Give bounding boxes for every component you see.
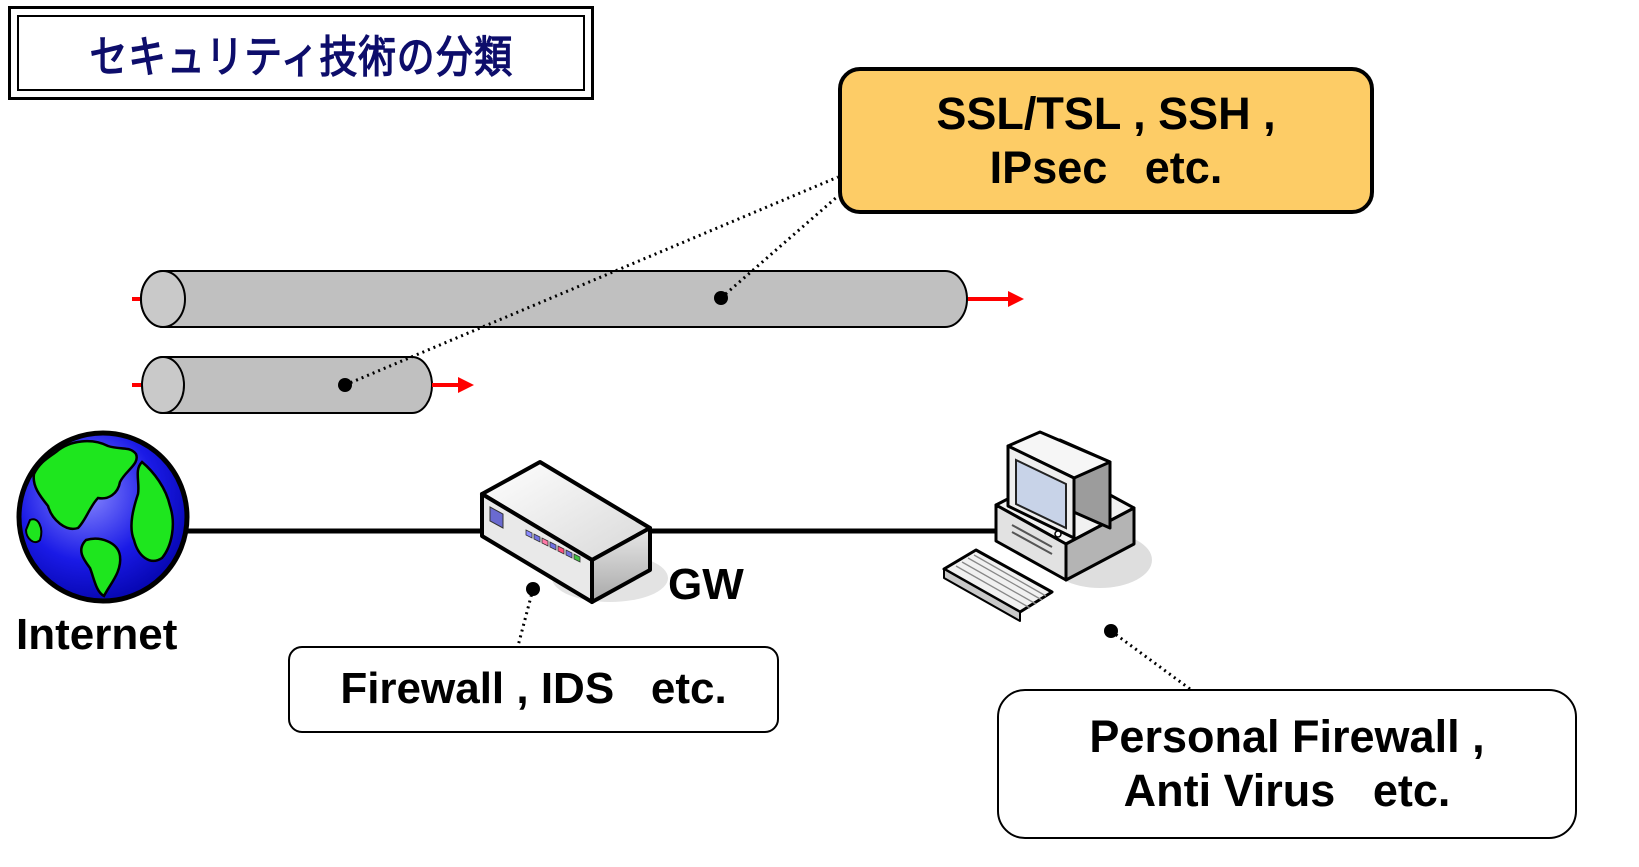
connector-firewall [516,588,535,647]
pc-security-callout: Personal Firewall , Anti Virus etc. [997,689,1577,839]
firewall-callout: Firewall , IDS etc. [288,646,779,733]
tunnel-callout-line2: IPsec etc. [989,141,1223,193]
tunnel-protocols-callout: SSL/TSL , SSH , IPsec etc. [838,67,1374,214]
globe-icon [16,430,190,604]
tunnel-long-arrow-head [1008,291,1024,307]
internet-label: Internet [16,610,178,659]
pc-callout-line1: Personal Firewall , [1089,711,1485,762]
desktop-computer-icon [942,430,1152,622]
tunnel-long-end [140,270,186,328]
title-inner-border: セキュリティ技術の分類 [17,15,585,91]
tunnel-long-body [140,270,968,328]
title-box: セキュリティ技術の分類 [8,6,594,100]
tunnel-short [132,356,474,414]
connector-tunnel-short [344,175,839,387]
connector-dot-pc [1104,624,1118,638]
connector-dot-short [338,378,352,392]
connector-dot-firewall [526,582,540,596]
connector-tunnel-long [720,194,839,300]
tunnel-short-end [141,356,185,414]
tunnel-long [132,270,1024,328]
tunnel-short-arrow-head [458,377,474,393]
connector-dot-long [714,291,728,305]
page-title: セキュリティ技術の分類 [89,32,513,83]
firewall-callout-text: Firewall , IDS etc. [340,664,727,714]
network-appliance-icon [480,460,668,604]
gateway-label: GW [668,560,744,609]
connector-lines [344,175,1191,691]
connector-pc [1110,629,1191,691]
pc-callout-line2: Anti Virus etc. [1123,765,1451,816]
tunnel-callout-line1: SSL/TSL , SSH , [936,87,1276,139]
tunnel-short-body [142,356,433,414]
